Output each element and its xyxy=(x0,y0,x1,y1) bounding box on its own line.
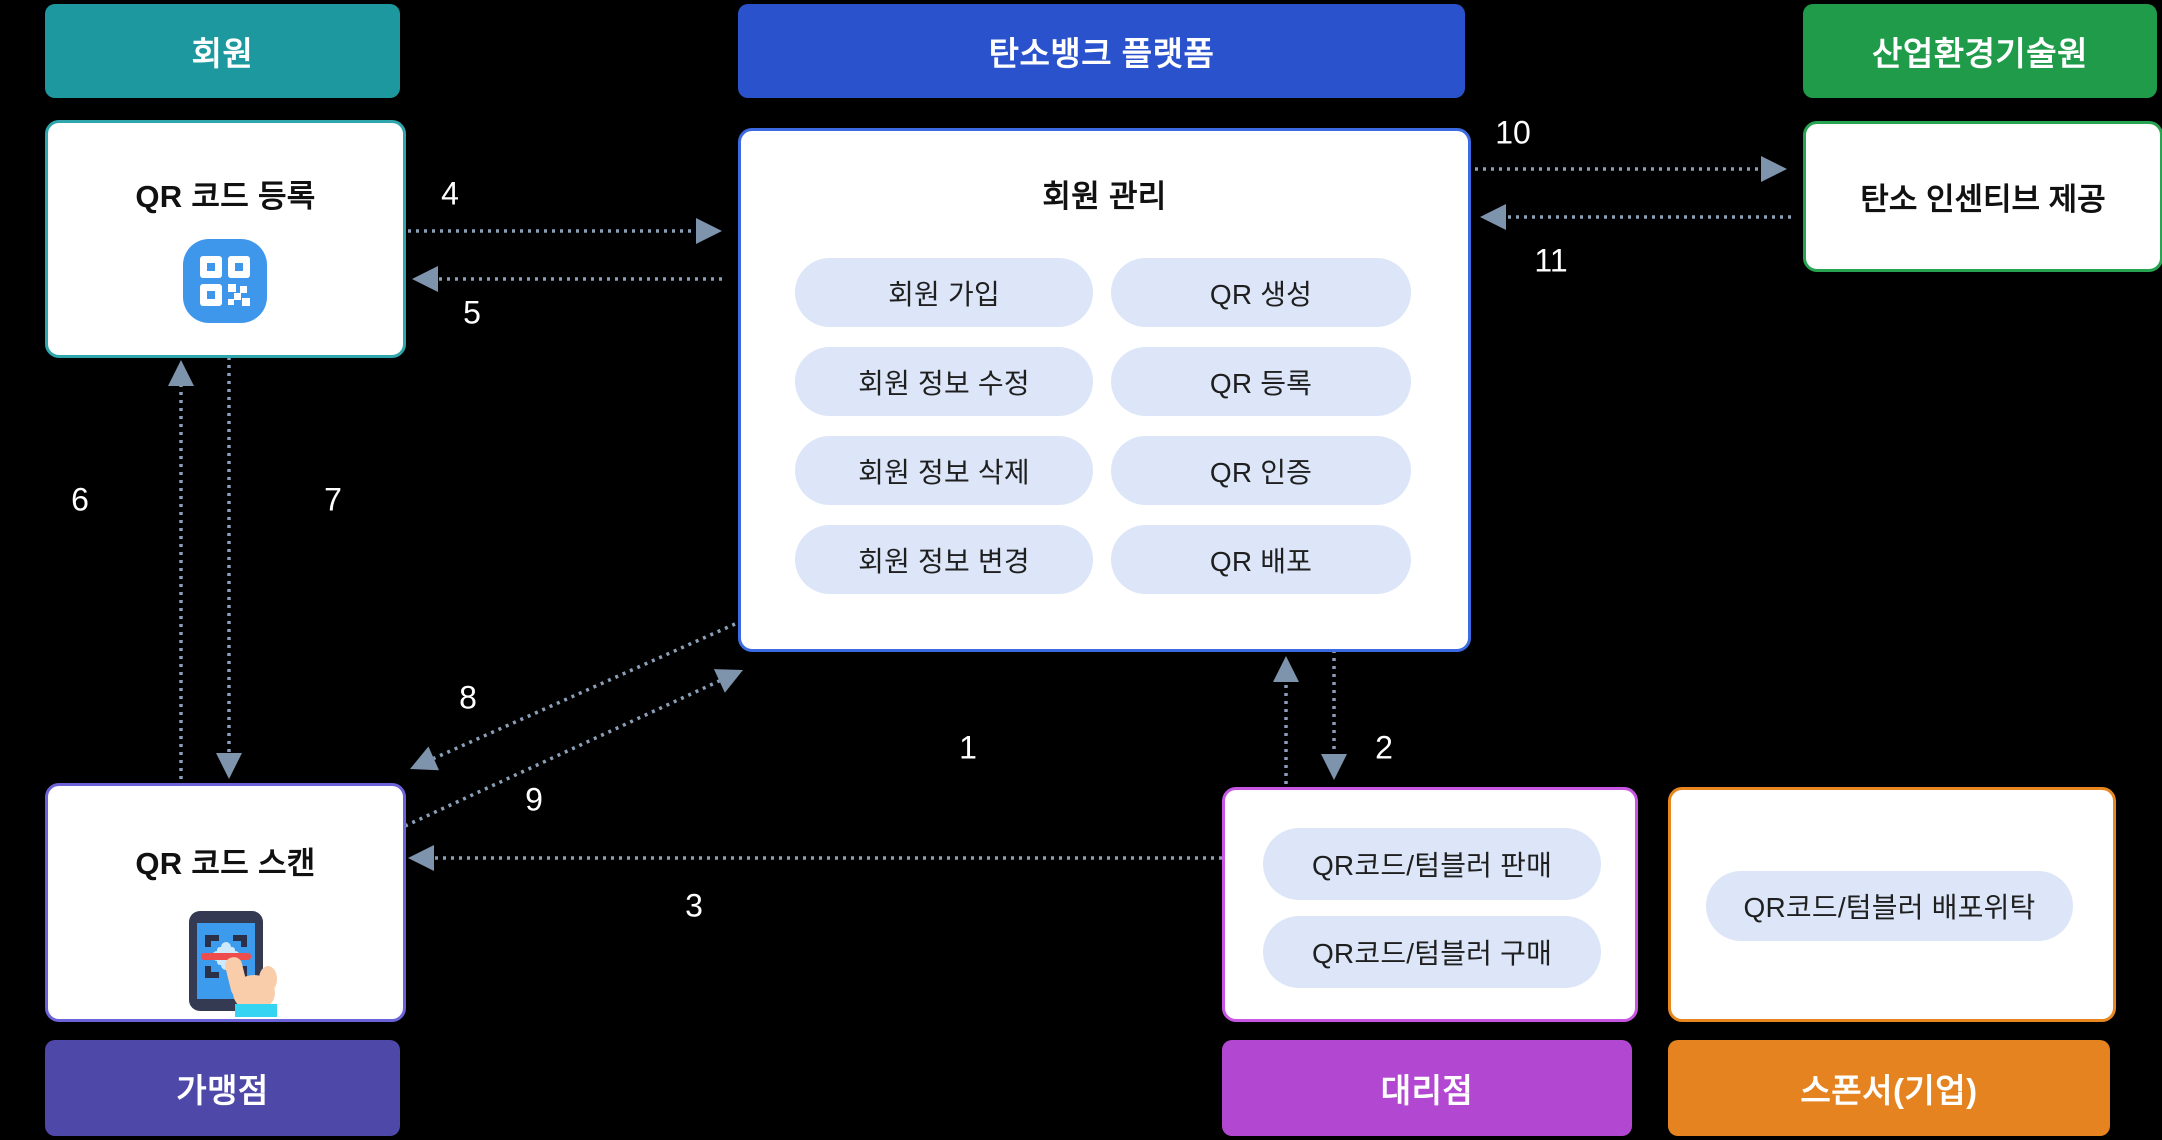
box-qr-scan: QR 코드 스캔 xyxy=(45,783,406,1022)
pill-qr-create: QR 생성 xyxy=(1111,258,1411,327)
arrow-label-4: 4 xyxy=(441,175,459,212)
arrow-9-head xyxy=(713,669,743,693)
pill-label: QR코드/텀블러 배포위탁 xyxy=(1743,892,2036,923)
arrow-label-8: 8 xyxy=(459,679,477,716)
arrow-2-head xyxy=(1321,754,1347,780)
pill-label: 회원 정보 수정 xyxy=(858,367,1030,399)
pill-qr-register: QR 등록 xyxy=(1111,347,1411,416)
header-franchise-label: 가맹점 xyxy=(176,1072,269,1109)
header-platform-label: 탄소뱅크 플랫폼 xyxy=(988,35,1215,72)
arrow-1-head xyxy=(1273,656,1299,682)
arrow-3-head xyxy=(408,845,434,871)
pill-qr-tumbler-sell: QR코드/텀블러 판매 xyxy=(1263,828,1601,900)
pill-label: QR코드/텀블러 구매 xyxy=(1311,938,1553,969)
arrow-label-7: 7 xyxy=(324,481,342,518)
header-sponsor: 스폰서(기업) xyxy=(1668,1040,2110,1136)
pill-label: QR 배포 xyxy=(1209,545,1313,577)
box-member-management-title: 회원 관리 xyxy=(1042,179,1167,214)
arrow-label-3: 3 xyxy=(685,887,703,924)
arrow-4-head xyxy=(696,218,722,244)
header-sponsor-label: 스폰서(기업) xyxy=(1800,1072,1978,1109)
pill-label: QR코드/텀블러 판매 xyxy=(1311,850,1553,881)
header-institute-label: 산업환경기술원 xyxy=(1871,35,2089,72)
arrow-5-head xyxy=(412,266,438,292)
pill-label: QR 등록 xyxy=(1209,367,1313,399)
phone-scan-qr-icon xyxy=(189,911,277,1017)
header-agency-label: 대리점 xyxy=(1380,1072,1474,1109)
arrow-label-5: 5 xyxy=(463,294,481,331)
header-franchise: 가맹점 xyxy=(45,1040,400,1136)
qr-code-icon xyxy=(183,239,267,323)
pill-label: 회원 가입 xyxy=(888,278,1000,310)
arrow-8-head xyxy=(410,746,440,771)
box-sponsor: QR코드/텀블러 배포위탁 xyxy=(1668,787,2116,1022)
box-qr-register: QR 코드 등록 xyxy=(45,120,406,358)
pill-label: QR 생성 xyxy=(1209,278,1313,310)
box-member-management: 회원 관리 회원 가입 회원 정보 수정 회원 정보 삭제 회원 정보 변경 Q… xyxy=(738,128,1471,652)
pill-member-info-delete: 회원 정보 삭제 xyxy=(795,436,1093,505)
box-qr-scan-title: QR 코드 스캔 xyxy=(135,846,316,881)
arrow-label-11: 11 xyxy=(1534,242,1568,279)
arrow-6-head xyxy=(168,360,194,386)
arrow-8-line xyxy=(433,622,736,761)
header-platform: 탄소뱅크 플랫폼 xyxy=(738,4,1465,98)
pill-qr-tumbler-consign: QR코드/텀블러 배포위탁 xyxy=(1706,871,2073,941)
pill-label: QR 인증 xyxy=(1209,456,1313,488)
pill-label: 회원 정보 삭제 xyxy=(858,456,1030,488)
box-carbon-incentive: 탄소 인센티브 제공 xyxy=(1803,121,2162,272)
arrow-label-6: 6 xyxy=(71,481,89,518)
arrow-10-head xyxy=(1761,156,1787,182)
box-agency: QR코드/텀블러 판매 QR코드/텀블러 구매 xyxy=(1222,787,1638,1022)
arrow-11-head xyxy=(1480,204,1506,230)
arrow-9-line xyxy=(404,679,721,828)
box-carbon-incentive-title: 탄소 인센티브 제공 xyxy=(1860,182,2106,217)
pill-label: 회원 정보 변경 xyxy=(858,545,1030,577)
header-member: 회원 xyxy=(45,4,400,98)
pill-member-signup: 회원 가입 xyxy=(795,258,1093,327)
arrow-7-head xyxy=(216,753,242,779)
arrow-label-10: 10 xyxy=(1495,114,1531,151)
arrow-label-9: 9 xyxy=(525,781,543,818)
pill-qr-verify: QR 인증 xyxy=(1111,436,1411,505)
pill-qr-distribute: QR 배포 xyxy=(1111,525,1411,594)
pill-member-info-edit: 회원 정보 수정 xyxy=(795,347,1093,416)
pill-qr-tumbler-buy: QR코드/텀블러 구매 xyxy=(1263,916,1601,988)
box-qr-register-title: QR 코드 등록 xyxy=(135,179,316,214)
header-member-label: 회원 xyxy=(191,35,254,72)
header-institute: 산업환경기술원 xyxy=(1803,4,2157,98)
header-agency: 대리점 xyxy=(1222,1040,1632,1136)
arrow-label-2: 2 xyxy=(1375,729,1393,766)
pill-member-info-change: 회원 정보 변경 xyxy=(795,525,1093,594)
arrow-label-1: 1 xyxy=(959,729,977,766)
